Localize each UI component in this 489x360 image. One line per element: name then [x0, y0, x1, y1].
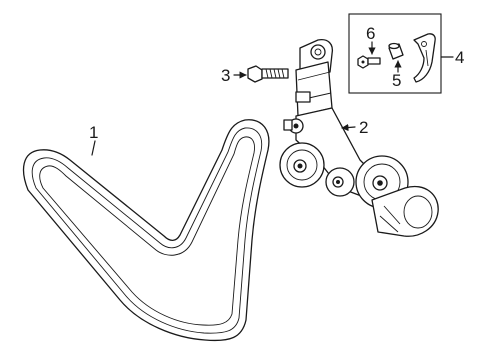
callout-4: 4 — [455, 48, 464, 67]
callout-6: 6 — [366, 24, 375, 43]
belt-tensioner-assembly[interactable] — [279, 38, 439, 237]
bolt-part-6[interactable] — [357, 55, 381, 69]
callout-1: 1 — [89, 123, 98, 142]
callout-3: 3 — [221, 66, 230, 85]
bolt-part-3[interactable] — [247, 65, 289, 83]
callout-2: 2 — [359, 118, 368, 137]
spacer-part-5[interactable] — [388, 42, 404, 60]
callout-1-leader — [91, 140, 96, 156]
detail-box — [348, 13, 442, 94]
callout-5: 5 — [392, 71, 401, 90]
serpentine-belt[interactable] — [22, 119, 270, 342]
shield-part-4[interactable] — [413, 33, 436, 83]
callout-2-leader — [341, 123, 356, 132]
